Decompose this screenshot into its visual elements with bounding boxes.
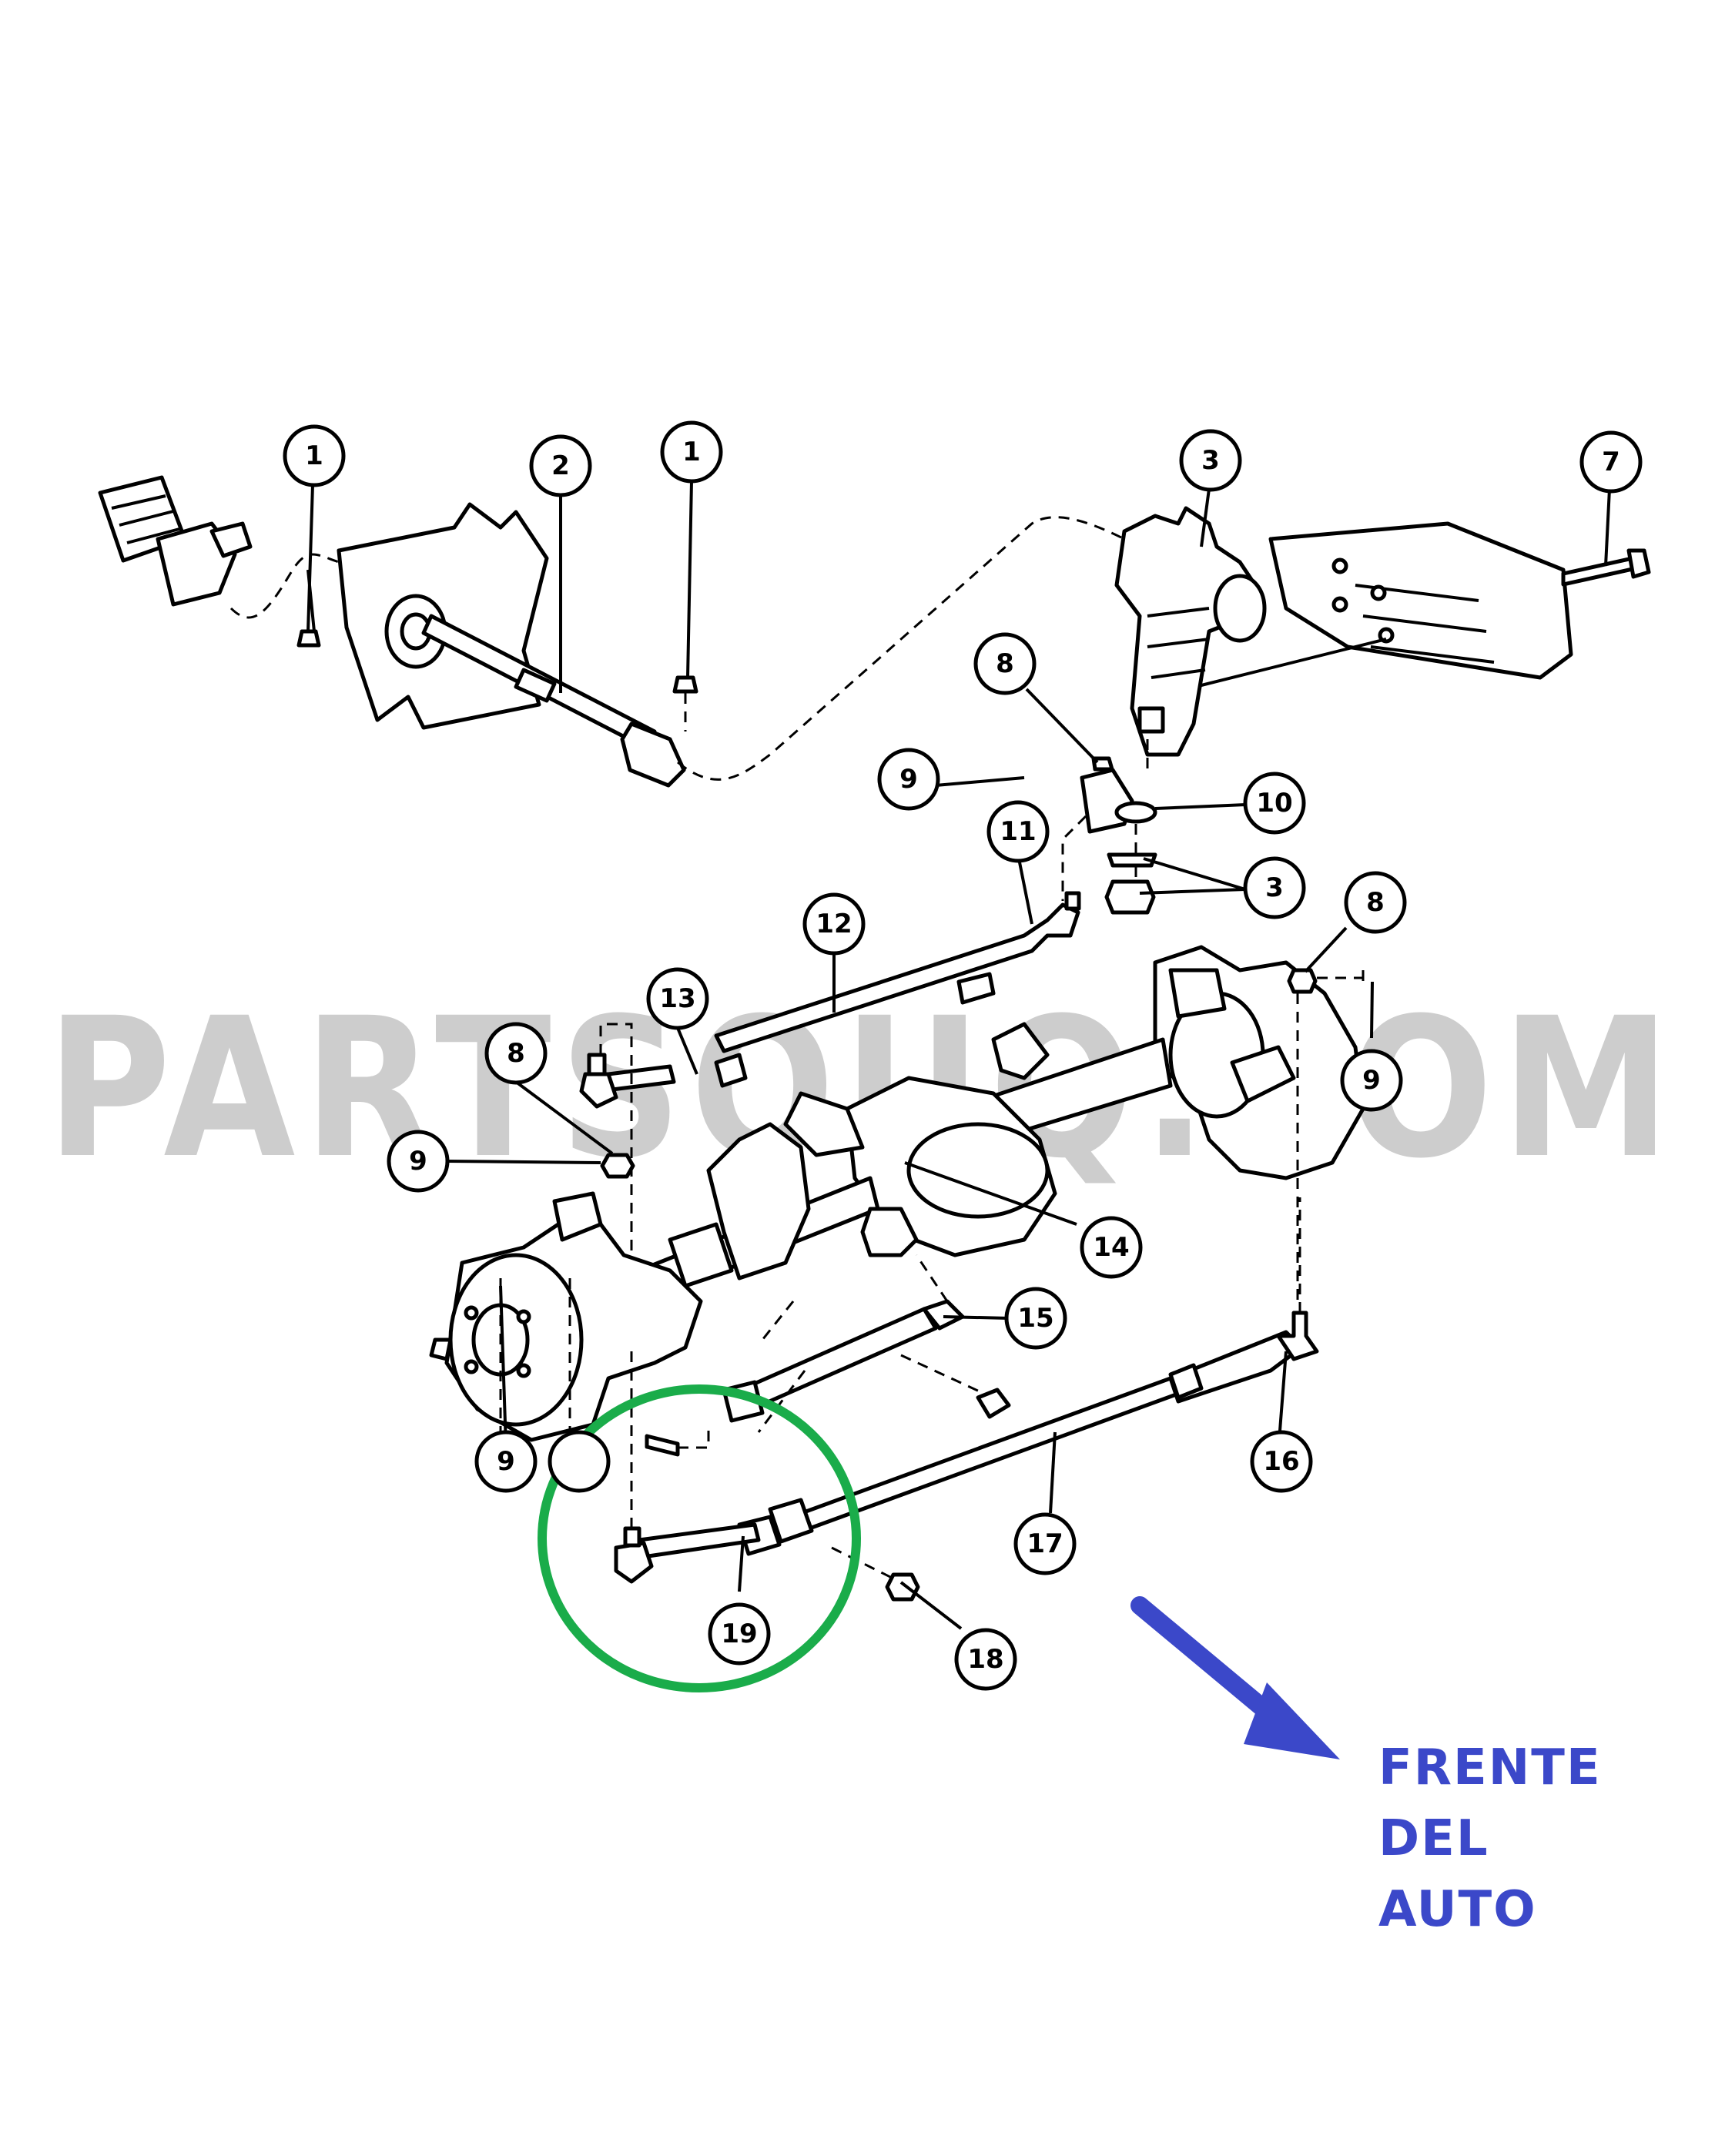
bolt-1-right <box>672 675 698 694</box>
callout-7: 7 <box>1579 430 1643 494</box>
callout-8a: 8 <box>973 632 1037 695</box>
shaft-path <box>677 516 1125 781</box>
svg-text:1: 1 <box>305 440 323 471</box>
tie-rod-lower <box>614 1197 1319 1584</box>
frame-rail <box>1201 521 1573 687</box>
callout-1b: 1 <box>660 420 723 484</box>
callout-12: 12 <box>802 892 866 956</box>
svg-text:8: 8 <box>1366 887 1385 918</box>
tie-rod-upper <box>579 891 1081 1348</box>
front-arrow <box>1130 1596 1340 1759</box>
svg-text:10: 10 <box>1256 788 1292 819</box>
pitman-arm <box>1061 739 1157 915</box>
bolt-lower <box>645 1434 680 1457</box>
callout-17: 17 <box>1013 1512 1077 1575</box>
callout-8c: 8 <box>484 1022 548 1085</box>
callout-8b: 8 <box>1344 871 1407 934</box>
callout-hidden <box>548 1430 611 1493</box>
svg-text:9: 9 <box>899 764 918 795</box>
svg-text:9: 9 <box>1362 1065 1381 1096</box>
callout-13: 13 <box>646 967 709 1030</box>
front-label: FRENTE DEL AUTO <box>1378 1732 1602 1945</box>
svg-text:9: 9 <box>409 1146 427 1177</box>
svg-text:8: 8 <box>996 648 1014 679</box>
svg-text:13: 13 <box>659 983 695 1014</box>
svg-text:2: 2 <box>551 450 570 481</box>
callout-9b: 9 <box>1340 1049 1403 1112</box>
callout-15: 15 <box>1004 1287 1067 1350</box>
svg-text:3: 3 <box>1265 872 1284 903</box>
svg-text:14: 14 <box>1093 1232 1129 1263</box>
callout-11: 11 <box>986 800 1050 863</box>
svg-text:7: 7 <box>1602 447 1620 477</box>
front-label-line-1: FRENTE <box>1378 1739 1602 1796</box>
highlight-circle <box>538 1384 861 1692</box>
svg-text:9: 9 <box>497 1446 515 1477</box>
callout-19: 19 <box>708 1602 771 1666</box>
svg-text:8: 8 <box>507 1038 525 1069</box>
svg-text:3: 3 <box>1201 445 1220 476</box>
callout-1a: 1 <box>283 424 346 487</box>
svg-text:12: 12 <box>816 909 852 939</box>
frame-bolt-head <box>1626 548 1651 579</box>
svg-text:19: 19 <box>721 1619 757 1649</box>
steering-column <box>98 475 686 788</box>
callout-2: 2 <box>529 434 592 497</box>
callout-3a: 3 <box>1179 429 1242 492</box>
svg-text:11: 11 <box>1000 816 1036 847</box>
bolt-1-left <box>296 629 321 648</box>
nut-8-right <box>1287 968 1318 994</box>
leader-lines <box>306 480 1611 1630</box>
front-label-line-2: DEL <box>1378 1810 1489 1867</box>
callout-18: 18 <box>954 1628 1017 1691</box>
svg-text:18: 18 <box>967 1644 1003 1675</box>
svg-text:17: 17 <box>1027 1528 1063 1559</box>
callout-10: 10 <box>1243 772 1306 835</box>
frame-bolt <box>1561 556 1635 587</box>
callout-9d: 9 <box>474 1430 538 1493</box>
callout-14: 14 <box>1080 1216 1143 1279</box>
front-label-line-3: AUTO <box>1378 1881 1537 1938</box>
nut-8-left <box>600 1153 635 1179</box>
callouts: 1 2 1 3 7 8 9 10 11 3 12 8 13 9 8 9 14 1… <box>283 420 1643 1691</box>
steering-gear <box>1114 506 1267 757</box>
callout-9a: 9 <box>877 748 940 811</box>
callout-3b: 3 <box>1243 856 1306 919</box>
svg-text:1: 1 <box>682 437 701 467</box>
svg-text:16: 16 <box>1263 1446 1299 1477</box>
front-axle <box>429 945 1365 1442</box>
nut-18 <box>885 1572 920 1602</box>
callout-16: 16 <box>1250 1430 1313 1493</box>
svg-text:15: 15 <box>1017 1303 1053 1334</box>
callout-9c: 9 <box>387 1130 450 1193</box>
steering-damper <box>722 1254 1011 1423</box>
